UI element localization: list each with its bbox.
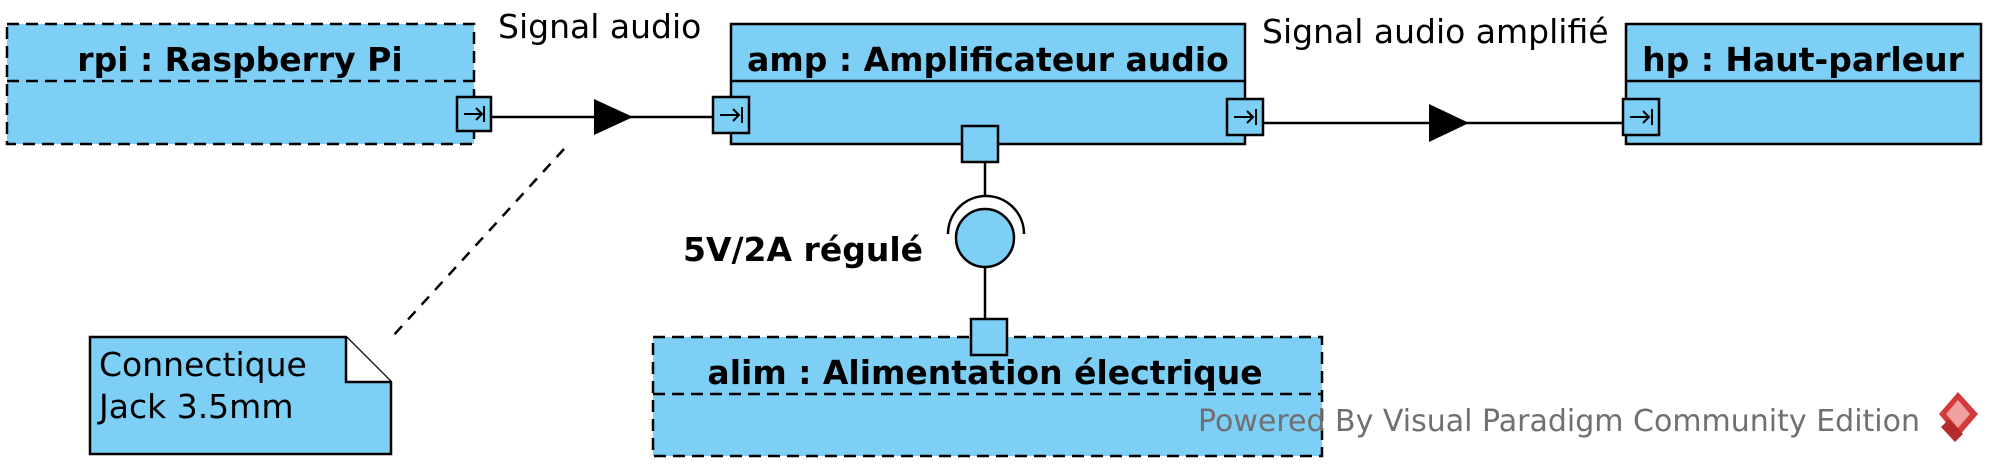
flow-arrow-icon — [594, 99, 633, 135]
block-rpi-body — [5, 22, 476, 146]
note-folded-corner-icon — [344, 337, 391, 384]
block-rpi-title: rpi : Raspberry Pi — [77, 40, 402, 79]
note-anchor-line — [391, 148, 565, 338]
interface-power[interactable] — [946, 162, 1026, 318]
note-body — [88, 335, 393, 456]
block-alim-title: alim : Alimentation électrique — [707, 353, 1262, 392]
port-amp-out[interactable] — [1225, 97, 1265, 137]
note-connectique[interactable]: Connectique Jack 3.5mm — [88, 335, 393, 456]
port-hp-in[interactable] — [1621, 97, 1661, 137]
connector-amp-to-hp-label: Signal audio amplifié — [1262, 12, 1609, 51]
port-amp-power[interactable] — [960, 124, 1000, 164]
port-rpi-out[interactable] — [455, 95, 493, 133]
block-amp[interactable]: amp : Amplificateur audio — [711, 22, 1265, 164]
interface-power-label: 5V/2A régulé — [683, 230, 923, 269]
visual-paradigm-logo-icon — [1939, 392, 1978, 442]
block-alim-body — [651, 335, 1324, 458]
connector-rpi-to-amp-label: Signal audio — [498, 7, 701, 46]
block-hp[interactable]: hp : Haut-parleur — [1621, 22, 1983, 146]
flow-arrow-icon — [1429, 104, 1469, 142]
port-arrow-icon — [1234, 109, 1257, 125]
block-hp-body — [1624, 22, 1983, 146]
note-line-1: Connectique — [99, 345, 307, 384]
block-rpi[interactable]: rpi : Raspberry Pi — [5, 22, 493, 146]
block-alim[interactable]: alim : Alimentation électrique — [651, 317, 1324, 458]
port-arrow-icon — [464, 106, 485, 122]
note-line-2: Jack 3.5mm — [97, 387, 293, 426]
connector-amp-to-hp[interactable] — [1263, 104, 1622, 142]
required-interface-socket-icon — [946, 194, 1026, 235]
port-arrow-icon — [720, 107, 743, 123]
port-arrow-icon — [1630, 109, 1653, 125]
watermark-text: Powered By Visual Paradigm Community Edi… — [1198, 404, 1920, 439]
block-hp-title: hp : Haut-parleur — [1642, 40, 1964, 79]
port-alim-power[interactable] — [969, 317, 1009, 357]
connector-rpi-to-amp[interactable] — [491, 99, 712, 135]
port-amp-in[interactable] — [711, 95, 751, 135]
provided-interface-ball-icon — [954, 207, 1016, 269]
block-amp-title: amp : Amplificateur audio — [747, 40, 1229, 79]
